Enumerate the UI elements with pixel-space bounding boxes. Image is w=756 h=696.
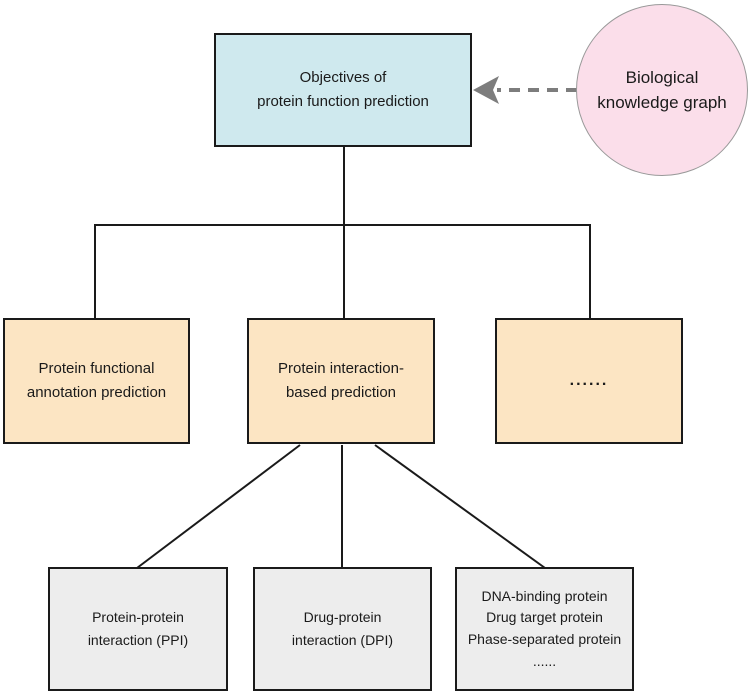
node-protein-types: DNA-binding protein Drug target protein … — [455, 567, 634, 691]
connector-fan-right — [374, 444, 546, 569]
node-biological-knowledge-graph: Biological knowledge graph — [576, 4, 748, 176]
node-functional-annotation-label: Protein functional annotation prediction — [26, 360, 167, 401]
arrowhead-icon — [473, 76, 499, 104]
node-ppi: Protein-protein interaction (PPI) — [48, 567, 228, 691]
connector-fan-left — [136, 444, 301, 569]
node-other-objectives-label: ...... — [569, 372, 609, 390]
node-interaction-based-prediction: Protein interaction- based prediction — [247, 318, 435, 444]
node-dpi: Drug-protein interaction (DPI) — [253, 567, 432, 691]
node-other-objectives-ellipsis: ...... — [495, 318, 683, 444]
node-objectives-label: Objectives of protein function predictio… — [257, 69, 429, 110]
node-functional-annotation-prediction: Protein functional annotation prediction — [3, 318, 190, 444]
node-protein-types-label: DNA-binding protein Drug target protein … — [467, 587, 622, 669]
node-biological-knowledge-graph-label: Biological knowledge graph — [597, 67, 727, 113]
node-interaction-based-label: Protein interaction- based prediction — [278, 360, 404, 401]
node-ppi-label: Protein-protein interaction (PPI) — [87, 608, 189, 648]
node-objectives: Objectives of protein function predictio… — [214, 33, 472, 147]
node-dpi-label: Drug-protein interaction (DPI) — [291, 608, 394, 648]
